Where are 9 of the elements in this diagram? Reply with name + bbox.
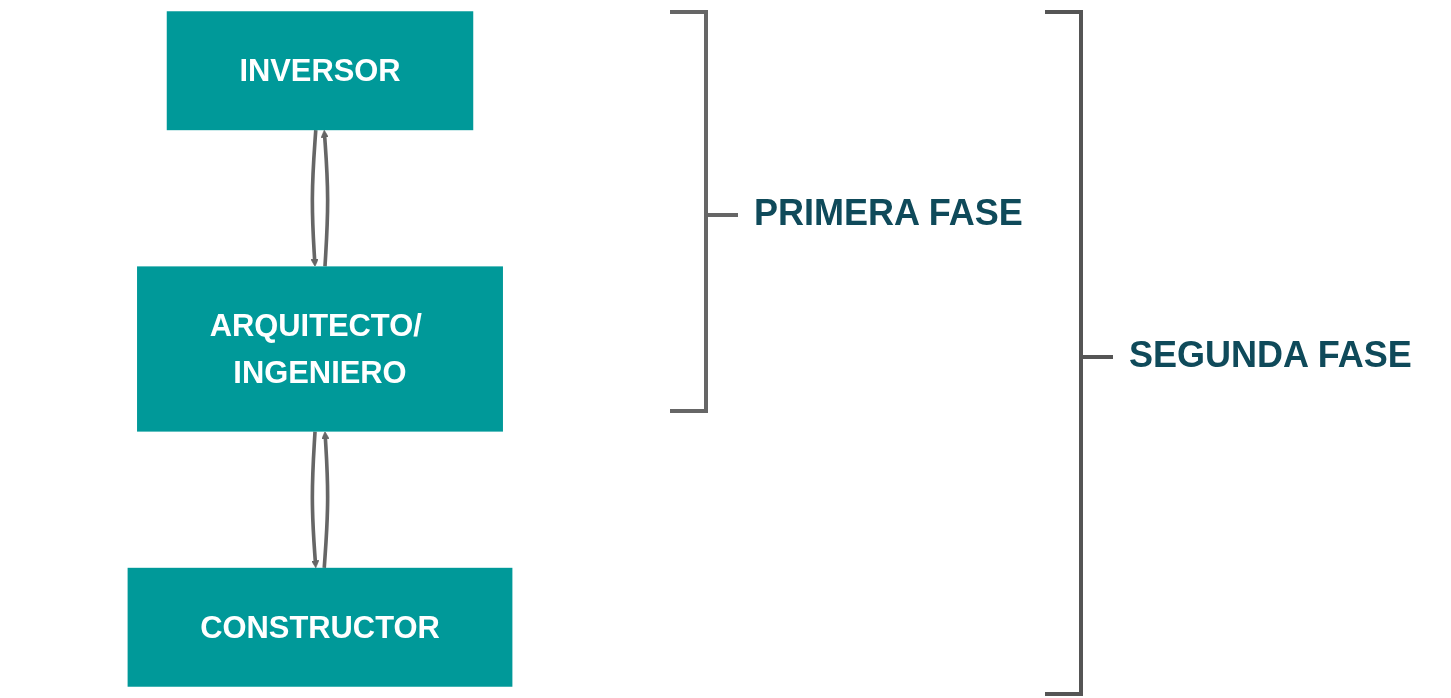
phase-label: PRIMERA FASE <box>754 192 1023 234</box>
arrow <box>321 431 330 568</box>
node-box: CONSTRUCTOR <box>127 567 513 687</box>
phase-label: SEGUNDA FASE <box>1129 334 1412 376</box>
node-box: INVERSOR <box>166 11 474 131</box>
arrow <box>310 130 319 267</box>
arrow <box>310 431 320 569</box>
arrow <box>320 129 330 267</box>
node-box: ARQUITECTO/ INGENIERO <box>137 266 503 432</box>
